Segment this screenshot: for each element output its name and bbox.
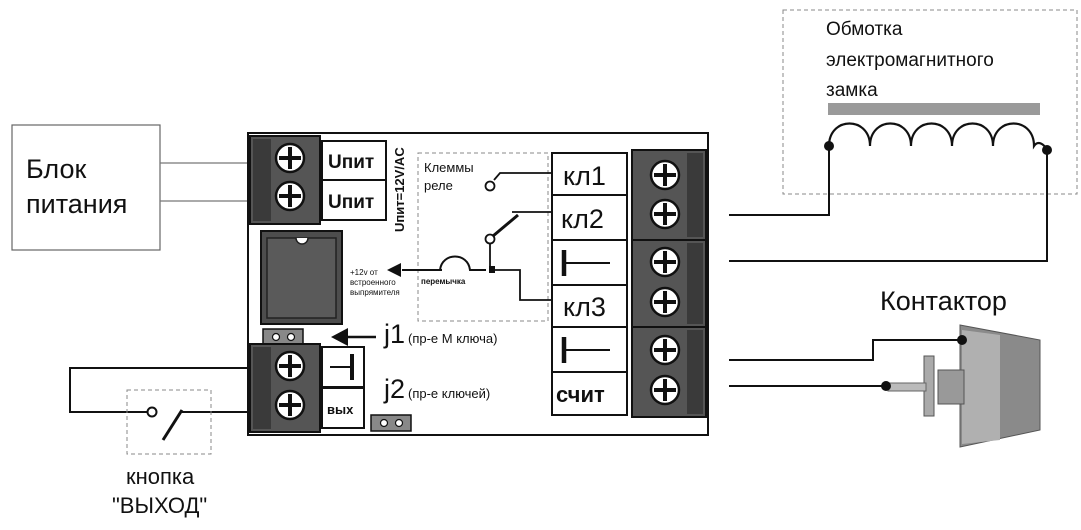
upit-label-box-2 [321,179,387,221]
power-unit-line2: питания [26,189,127,219]
lock-wire-2 [729,150,1048,262]
vyh-label: вых [327,402,354,417]
exit-button-switch-icon [161,409,184,441]
relay-title-line1: Клеммы [424,160,474,175]
exit-button-line1: кнопка [126,464,195,489]
lock-line1: Обмотка [826,19,903,40]
exit-button-area [126,389,212,455]
kl2-label: кл2 [561,204,604,234]
exit-button-contact-icon [146,406,158,418]
j1-description: (пр-е М ключа) [408,331,497,346]
upit-label-1: Uпит [328,152,374,173]
right-terminal-block-1 [631,149,707,241]
power-unit-box [11,124,161,251]
relay-jumper-label: перемычка [421,277,466,286]
right-terminal-block-3 [631,326,707,418]
j2-description: (пр-е ключей) [408,386,490,401]
exit-wire-1 [69,367,250,413]
relay-area [417,152,549,322]
contactor-label: Контактор [880,286,1007,316]
j1-jumper-pins [262,328,304,346]
lock-area [782,9,1078,195]
schit-label: счит [556,382,605,407]
relay-jumper-coil [439,255,486,271]
lock-line3: замка [826,80,878,101]
rectifier-note-line1: +12v от [350,268,378,277]
kl1-label-box [551,152,628,196]
j1-name: j1 [383,319,405,349]
exit-button-line2: "ВЫХОД" [112,493,207,518]
right-terminal-block-2 [631,239,707,328]
lock-core [828,103,1040,115]
vyh-label-box [321,387,365,429]
power-unit-line1: Блок [26,154,86,184]
power-terminal-block [249,135,321,225]
kl3-label-box [551,284,628,328]
rectifier-note-line2: встроенного [350,278,396,287]
lock-wire-1 [729,146,830,216]
contactor-wire-1 [729,339,962,361]
relay-title-line2: реле [424,178,453,193]
schit-label-box [551,371,628,416]
kl1-label: кл1 [563,161,606,191]
j2-name: j2 [383,374,405,404]
rectifier-note-line3: выпрямителя [350,288,400,297]
lock-line2: электромагнитного [826,50,994,71]
exit-terminal-block [249,343,321,433]
lock-coil [827,122,1048,151]
rectifier-arrow [387,263,401,277]
voltage-note: Uпит=12V/AC [392,147,407,232]
j2-jumper-pins [370,414,412,432]
kl3-label: кл3 [563,292,606,322]
upit-label-2: Uпит [328,192,374,213]
